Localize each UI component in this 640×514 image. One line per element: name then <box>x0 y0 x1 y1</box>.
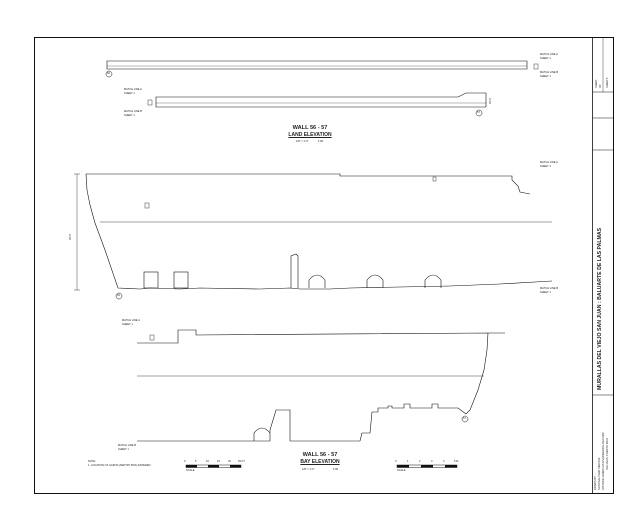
agency-line-3: HISTORIC AMERICAN ENGINEERING RECORD <box>602 432 605 490</box>
location-line: SAN JUAN, PUERTO RICO <box>606 437 609 470</box>
section-marker <box>475 109 483 117</box>
marker-label: 57 <box>463 417 466 420</box>
scale-caption: SCALE <box>186 469 195 472</box>
land-arch-2 <box>366 274 384 288</box>
bay-scale-right: 1:96 <box>333 468 339 471</box>
scale-tick-label: 0 <box>395 460 397 463</box>
bay-elevation-subtitle: BAY ELEVATION <box>300 459 340 465</box>
sheets-label: SHEETS <box>606 77 609 88</box>
land-opening-2 <box>173 271 189 289</box>
scale-tick-label: 15 <box>217 460 220 463</box>
marker-label: 56 <box>117 294 120 297</box>
marker-label: 57 <box>477 111 480 114</box>
match-line-sheet: SHEET 1 <box>540 165 551 168</box>
land-elevation-subtitle: LAND ELEVATION <box>288 132 332 138</box>
scale-caption: SCALE <box>397 469 406 472</box>
scale-tick-label: 5 M <box>454 460 459 463</box>
project-title: MURALLAS DEL VIEJO SAN JUAN : BALUARTE D… <box>597 227 603 390</box>
strip-dimension-label: 29'-0" <box>489 97 492 104</box>
land-elevation-strip-upper <box>106 60 528 70</box>
match-line-label: MATCH LINE B <box>540 287 558 290</box>
bay-arch <box>253 427 271 441</box>
bay-elevation-title: WALL 56 - 57 <box>302 452 338 458</box>
match-line-sheet: SHEET 1 <box>124 114 135 117</box>
height-dimension-label: 29'-0" <box>69 233 72 240</box>
scale-tick-label: 2 <box>419 460 421 463</box>
land-column <box>290 253 299 288</box>
scale-tick-label: 20 <box>228 460 231 463</box>
match-line-sheet: SHEET 1 <box>124 92 135 95</box>
bay-elevation-base-outline <box>137 403 467 442</box>
match-line-label: MATCH LINE A <box>122 319 140 322</box>
match-line-sheet: SHEET 1 <box>540 75 551 78</box>
note-text: 1. LOCATION OF GARITA (SENTRY BOX) ENTER… <box>88 464 151 467</box>
bay-elevation-wall-outline <box>137 329 505 415</box>
land-elevation-wall-outline <box>85 173 553 290</box>
match-line-label: MATCH LINE B <box>118 444 136 447</box>
scale-bar-metric <box>396 464 458 468</box>
scale-tick-label: 4 <box>443 460 445 463</box>
section-marker <box>115 292 123 300</box>
match-line-label: MATCH LINE B <box>124 110 142 113</box>
land-arch-1 <box>308 274 326 288</box>
scale-tick-label: 0 <box>184 460 186 463</box>
match-line-label: MATCH LINE A <box>540 53 558 56</box>
scale-tick-label: 25 FT <box>238 460 245 463</box>
land-scale-left: 1/8" = 1'-0" <box>296 140 309 143</box>
land-elevation-title: WALL 56 - 57 <box>292 125 328 131</box>
match-line-label: MATCH LINE A <box>540 161 558 164</box>
match-line-sheet: SHEET 1 <box>540 291 551 294</box>
scale-tick-label: 1 <box>407 460 409 463</box>
bay-scale-left: 1/8" = 1'-0" <box>302 468 315 471</box>
scale-tick-label: 10 <box>206 460 209 463</box>
match-line-sheet: SHEET 1 <box>540 57 551 60</box>
match-line-label: MATCH LINE A <box>124 88 142 91</box>
land-scale-right: 1:96 <box>318 140 324 143</box>
scale-tick-label: 3 <box>431 460 433 463</box>
land-arch-3 <box>424 274 442 288</box>
scale-tick-label: 5 <box>195 460 197 463</box>
match-line-label: MATCH LINE B <box>540 71 558 74</box>
land-elevation-strip-lower <box>155 92 487 108</box>
marker-label: 56 <box>107 72 110 75</box>
note-heading: NOTE: <box>88 460 96 463</box>
match-line-sheet: SHEET 1 <box>118 448 129 451</box>
section-marker <box>461 415 469 423</box>
land-opening-1 <box>143 271 159 289</box>
section-marker <box>105 70 113 78</box>
scale-bar-imperial <box>185 464 242 468</box>
sheet-of-label: OF <box>599 84 602 88</box>
match-line-sheet: SHEET 1 <box>122 323 133 326</box>
